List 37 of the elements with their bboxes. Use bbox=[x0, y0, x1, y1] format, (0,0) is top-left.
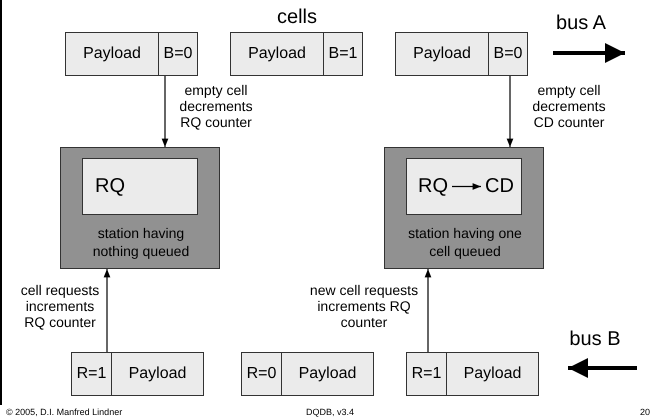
bit-field: B=0 bbox=[488, 33, 527, 75]
station-box bbox=[384, 147, 544, 269]
bus-label: bus A bbox=[554, 12, 608, 35]
bit-field: R=0 bbox=[242, 353, 281, 395]
copyright-note: © 2005, D.I. Manfred Lindner bbox=[6, 407, 124, 418]
cell-frame bbox=[406, 352, 539, 396]
payload-field: Payload bbox=[396, 33, 488, 75]
cell-frame bbox=[241, 352, 374, 396]
arrow bbox=[104, 269, 110, 352]
station-caption: station having one cell queued bbox=[407, 224, 523, 260]
bus-label: bus B bbox=[568, 328, 622, 351]
payload-field: Payload bbox=[446, 353, 538, 395]
footer-note: DQDB, v3.4 bbox=[304, 407, 355, 418]
counter-label: CD bbox=[485, 175, 514, 198]
bit-field: B=1 bbox=[323, 33, 362, 75]
counter-label: RQ bbox=[418, 175, 448, 198]
station-caption: station having nothing queued bbox=[92, 224, 190, 260]
cell-frame bbox=[65, 32, 198, 76]
payload-field: Payload bbox=[66, 33, 158, 75]
station-box bbox=[60, 147, 220, 269]
payload-field: Payload bbox=[231, 33, 323, 75]
arrow bbox=[452, 183, 481, 190]
payload-field: Payload bbox=[281, 353, 373, 395]
arrow bbox=[506, 76, 514, 147]
heading-label: cells bbox=[276, 6, 318, 29]
bit-field: R=1 bbox=[72, 353, 111, 395]
cell-frame bbox=[230, 32, 363, 76]
arrow bbox=[424, 269, 432, 352]
counter-box bbox=[406, 158, 522, 215]
counter-box: RQ bbox=[82, 158, 198, 215]
cell-frame bbox=[71, 352, 204, 396]
bit-field: R=1 bbox=[407, 353, 446, 395]
bit-field: B=0 bbox=[158, 33, 197, 75]
cell-frame bbox=[395, 32, 528, 76]
page-number: 20 bbox=[638, 407, 650, 418]
payload-field: Payload bbox=[111, 353, 203, 395]
arrow bbox=[162, 76, 168, 147]
